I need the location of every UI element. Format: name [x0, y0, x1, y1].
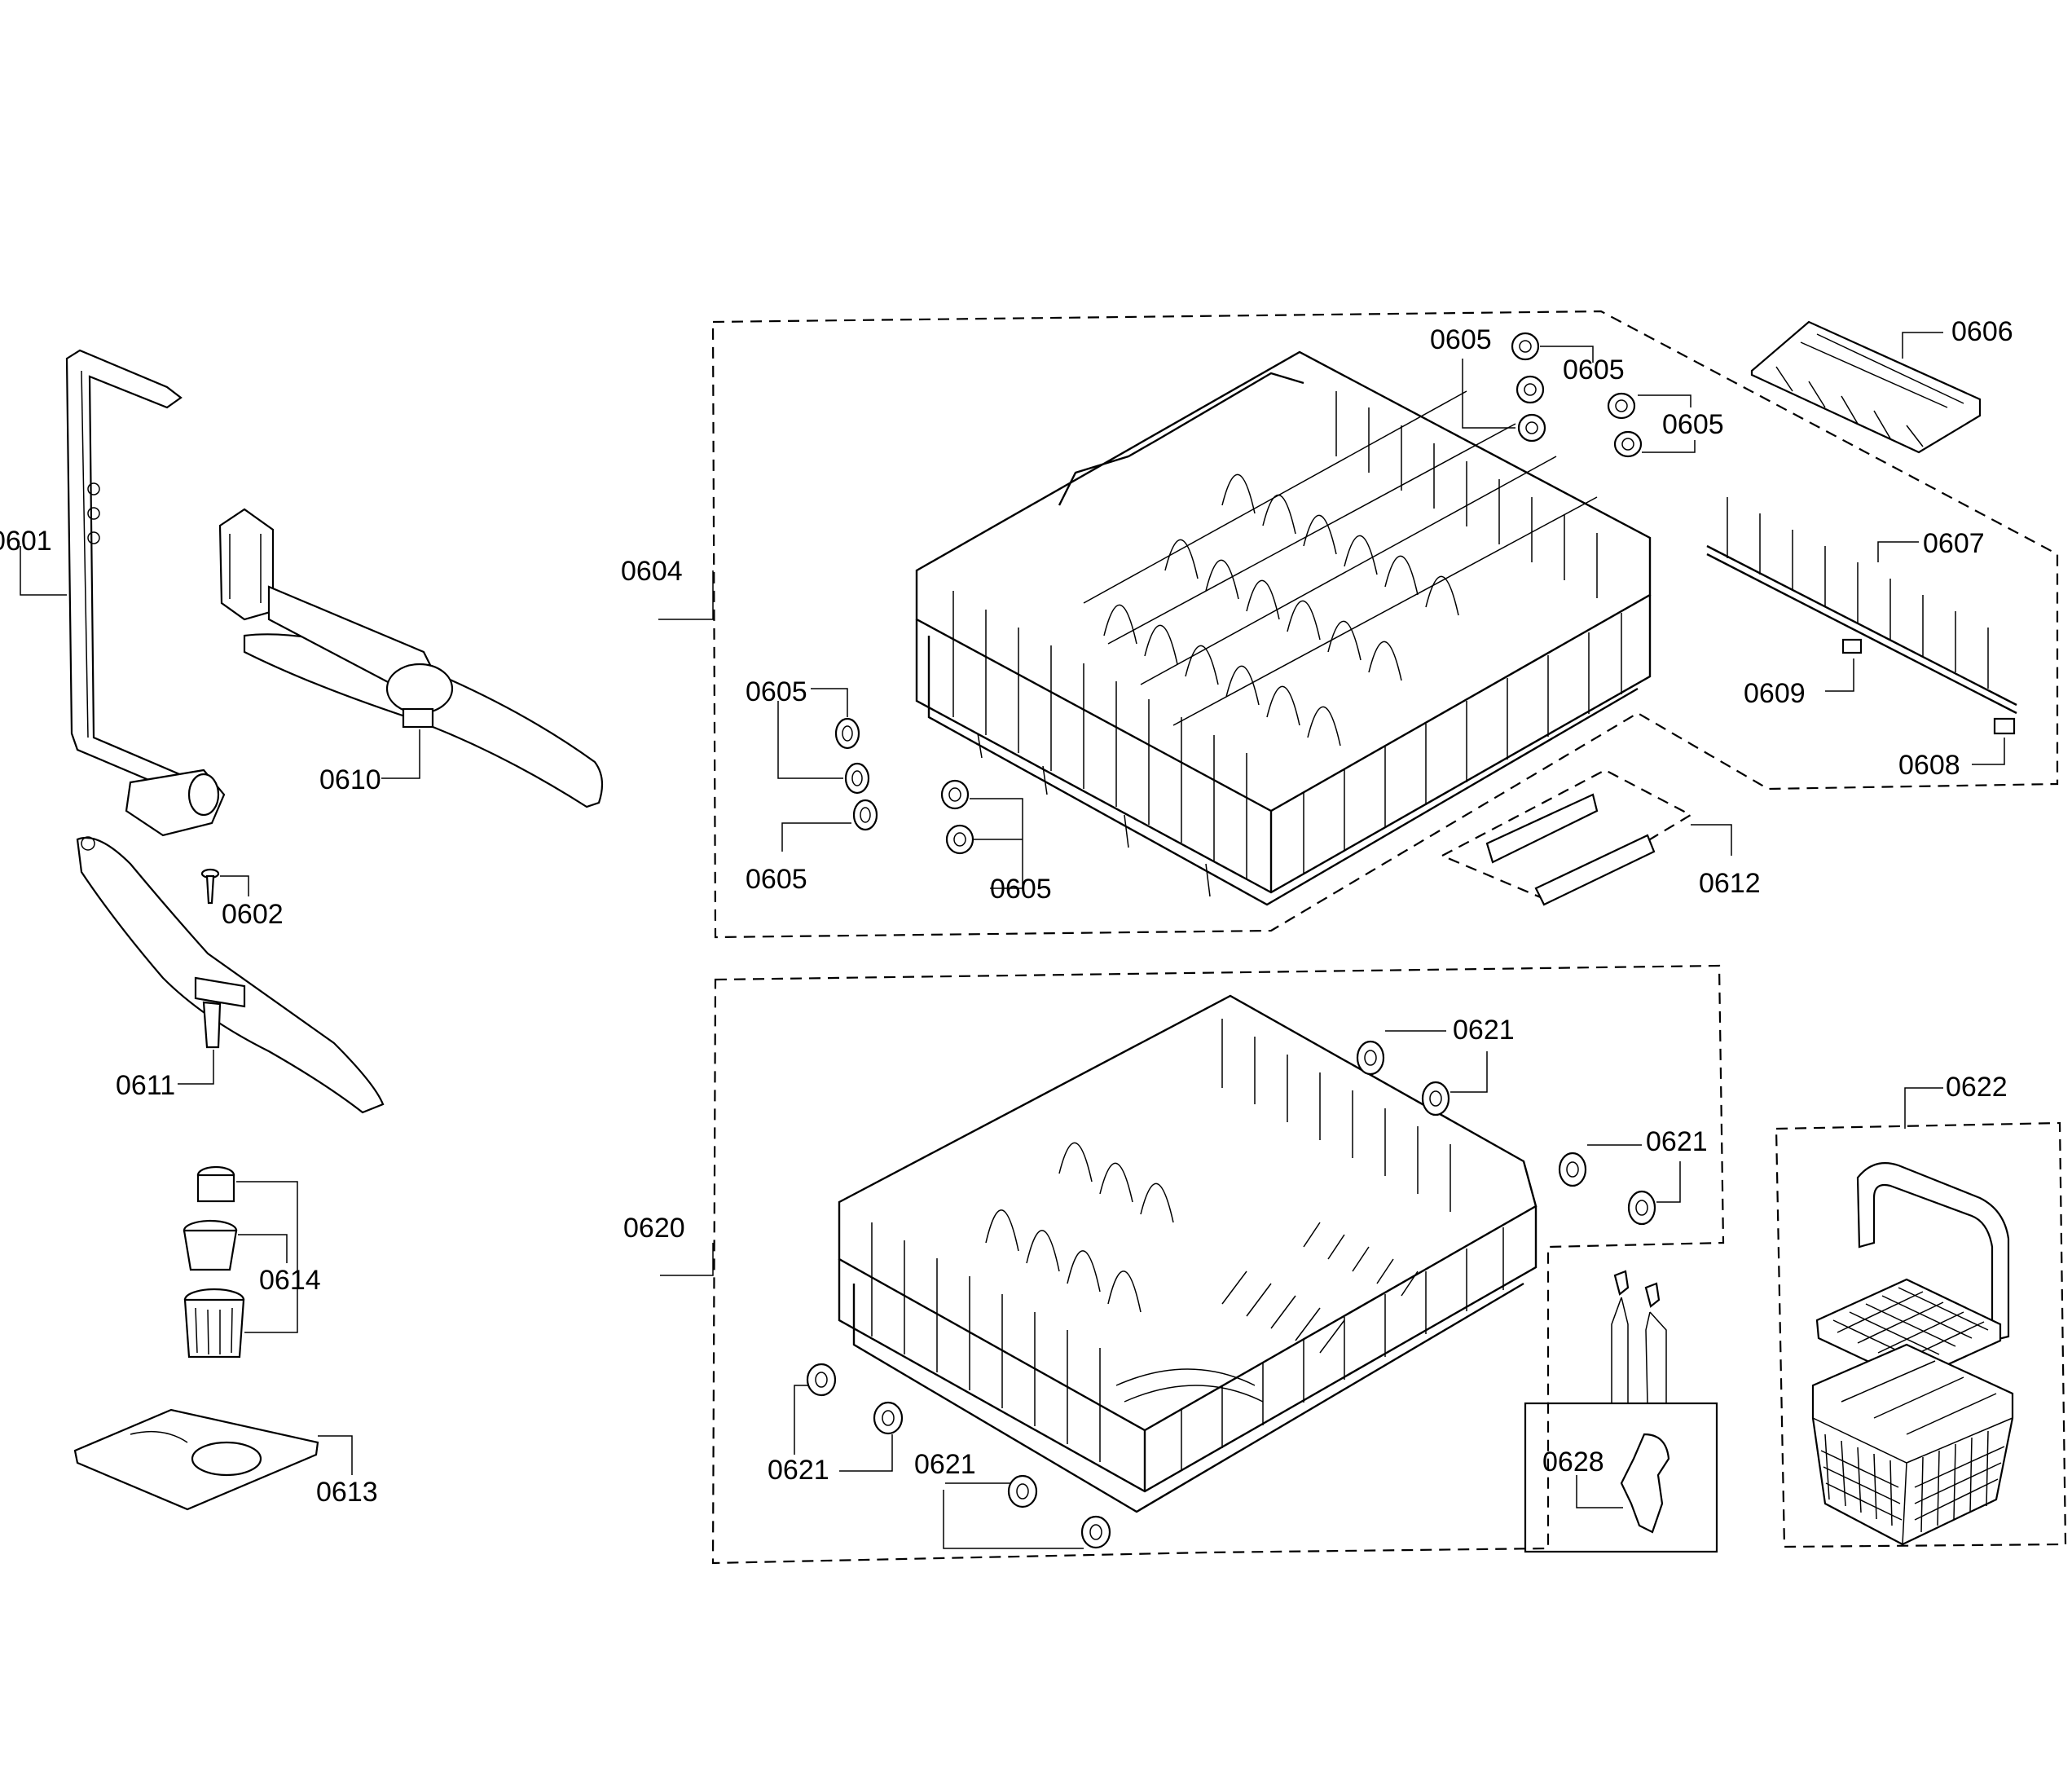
- leader-0628d: [1649, 1311, 1667, 1403]
- leader-0621e: [794, 1385, 808, 1455]
- leader-0628e: [1576, 1475, 1623, 1508]
- rack-wheel-icon: [834, 332, 1643, 855]
- leader-0621b: [1450, 1051, 1488, 1093]
- clip-icon: [1841, 638, 1863, 654]
- leader-0611: [178, 1050, 214, 1085]
- leader-0607: [1877, 541, 1919, 562]
- leader-0620: [660, 1243, 714, 1276]
- label-0605-top-b: 0605: [1563, 355, 1625, 385]
- rack-adjuster-icon: [1485, 793, 1656, 906]
- label-0602: 0602: [222, 899, 284, 930]
- leader-0605g: [1540, 346, 1594, 363]
- label-0610: 0610: [319, 764, 381, 795]
- fine-filter-plate-icon: [73, 1408, 319, 1511]
- end-clip-icon: [1993, 717, 2016, 735]
- lower-rack-icon: [838, 994, 1538, 1513]
- label-0613: 0613: [316, 1477, 378, 1508]
- cutlery-basket-icon: [1811, 1162, 2014, 1546]
- leader-0608: [1972, 738, 2005, 765]
- label-0611: 0611: [116, 1070, 175, 1101]
- leader-0602: [220, 875, 249, 896]
- leader-0605h: [1638, 394, 1691, 407]
- leader-0606: [1902, 332, 1943, 359]
- cutlery-basket-outline: [1775, 1121, 2067, 1548]
- label-0605-top-c: 0605: [1662, 409, 1724, 440]
- upper-rack-icon: [915, 350, 1652, 906]
- label-0605-left-bottom: 0605: [746, 864, 807, 895]
- label-0621-bottom-a: 0621: [768, 1455, 829, 1486]
- leader-0605f: [1462, 359, 1516, 429]
- lower-rack-group-outline: [711, 964, 1725, 1565]
- label-0620: 0620: [623, 1213, 685, 1244]
- leader-0604: [658, 570, 714, 620]
- label-0614: 0614: [259, 1265, 321, 1296]
- leader-0605c: [781, 822, 851, 852]
- leader-0605b: [777, 701, 843, 779]
- label-0601: 0601: [0, 526, 52, 557]
- label-0612: 0612: [1699, 868, 1761, 899]
- label-0621-bottom-b: 0621: [914, 1449, 976, 1480]
- leader-0612: [1691, 824, 1732, 856]
- label-0609: 0609: [1744, 678, 1806, 709]
- leader-0621f: [839, 1434, 893, 1472]
- leader-0622: [1904, 1087, 1943, 1129]
- label-0607: 0607: [1923, 528, 1985, 559]
- leader-0628a: [1611, 1297, 1622, 1403]
- label-0605-left-top: 0605: [746, 676, 807, 707]
- leader-0605d: [970, 798, 1023, 889]
- leader-0605i: [1642, 440, 1696, 453]
- leader-0601: [20, 546, 67, 596]
- label-0606: 0606: [1951, 316, 2013, 347]
- tine-row-icon: [1706, 497, 2017, 715]
- filter-icon: [183, 1165, 245, 1359]
- label-0628: 0628: [1542, 1447, 1604, 1478]
- rack-clip-icon: [1613, 1270, 1670, 1534]
- label-0605-center: 0605: [990, 874, 1052, 905]
- leader-0621h: [943, 1490, 1084, 1549]
- screw-icon: [200, 868, 220, 905]
- leader-0613: [318, 1435, 353, 1475]
- leader-0621d: [1656, 1161, 1681, 1203]
- leader-0628c: [1645, 1311, 1651, 1404]
- leader-0628b: [1621, 1297, 1629, 1403]
- leader-0614b: [238, 1234, 288, 1263]
- label-0621-top-b: 0621: [1646, 1126, 1708, 1157]
- cup-shelf-icon: [1750, 320, 1982, 454]
- leader-0614: [236, 1181, 298, 1333]
- label-0604: 0604: [621, 556, 683, 587]
- leader-0605a: [811, 688, 848, 717]
- label-0608: 0608: [1898, 750, 1960, 781]
- label-0605-top-a: 0605: [1430, 324, 1492, 355]
- lower-spray-arm-icon: [76, 836, 385, 1114]
- leader-0609: [1825, 658, 1854, 692]
- upper-rack-group-outline: [711, 310, 2059, 939]
- water-supply-pipe-icon: [65, 349, 226, 837]
- lower-rack-wheel-icon: [806, 1040, 1656, 1549]
- spray-arm-icon: [218, 508, 604, 808]
- rack-clip-box: [1524, 1402, 1718, 1553]
- rack-adjuster-outline: [1440, 768, 1693, 902]
- label-0622: 0622: [1946, 1072, 2008, 1103]
- label-0621-top-a: 0621: [1453, 1015, 1515, 1046]
- leader-0610: [381, 729, 420, 779]
